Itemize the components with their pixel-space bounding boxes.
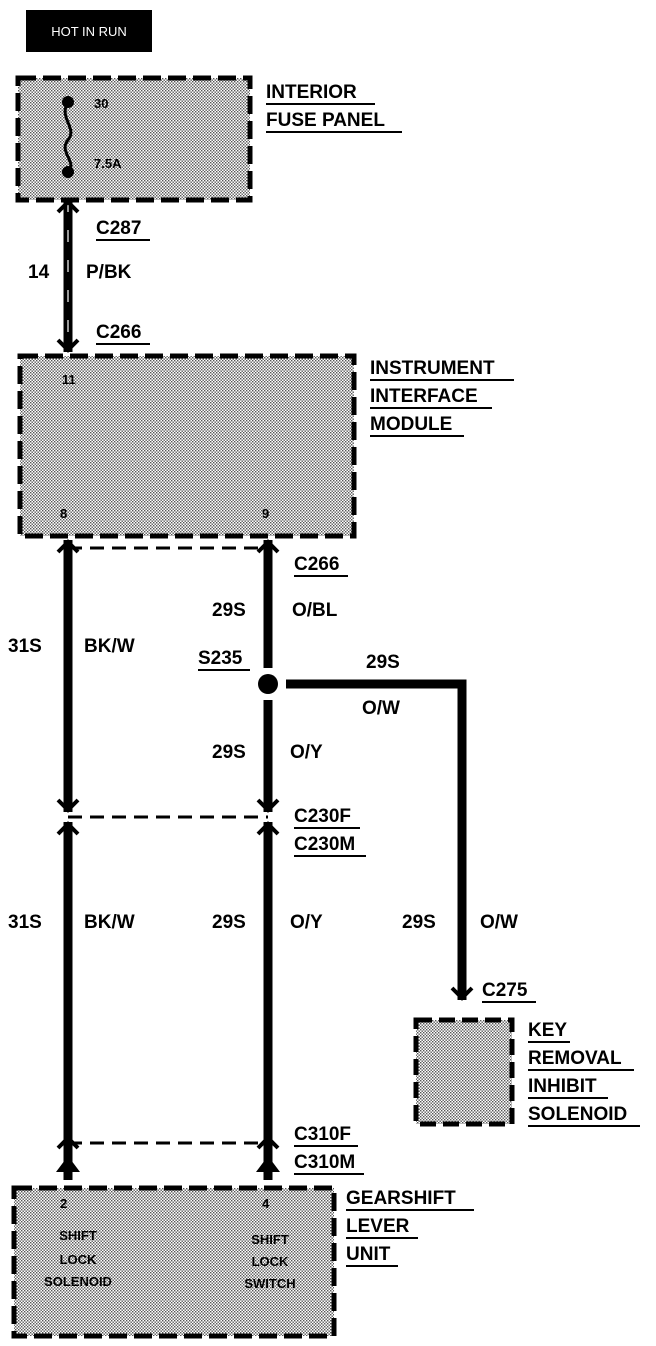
mid-lower-color: O/Y: [290, 742, 323, 763]
feed-wire-color: P/BK: [86, 262, 132, 283]
splice-s235: [258, 674, 278, 694]
fuse-number: 30: [94, 96, 108, 111]
hot-in-run-badge: HOT IN RUN: [26, 10, 152, 52]
shift-lock-switch-line2: LOCK: [252, 1254, 289, 1269]
fuse-panel-title-line2: FUSE PANEL: [266, 110, 385, 131]
left-upper-circuit: 31S: [8, 636, 42, 657]
wire-mid-lower: [256, 700, 280, 813]
iim-title-line3: MODULE: [370, 414, 452, 435]
iim-title-line1: INSTRUMENT: [370, 358, 495, 379]
gearshift-title-line3: UNIT: [346, 1244, 391, 1265]
connector-c310m: C310M: [294, 1152, 355, 1173]
left-lower-color: BK/W: [84, 912, 135, 933]
connector-c310f: C310F: [294, 1124, 351, 1145]
fuse-terminal-bottom: [62, 166, 74, 178]
mid-bottom-circuit: 29S: [212, 912, 246, 933]
key-removal-inhibit-solenoid: [413, 1017, 515, 1127]
krs-title-line4: SOLENOID: [528, 1104, 627, 1125]
wire-branch: [286, 679, 474, 1001]
connector-chevron: [56, 338, 80, 353]
fuse-rating: 7.5A: [94, 156, 122, 171]
connector-c287: C287: [96, 218, 141, 239]
gearshift-title-line2: LEVER: [346, 1216, 410, 1237]
shift-lock-switch-line1: SHIFT: [251, 1232, 289, 1247]
mid-upper-color: O/BL: [292, 600, 338, 621]
wire-mid-bottom: [256, 821, 280, 1180]
mid-lower-circuit: 29S: [212, 742, 246, 763]
shift-lock-switch-line3: SWITCH: [244, 1276, 295, 1291]
feed-circuit-number: 14: [28, 262, 50, 283]
krs-title-line1: KEY: [528, 1020, 567, 1041]
iim-pin-11: 11: [62, 372, 76, 387]
mid-upper-circuit: 29S: [212, 600, 246, 621]
right-color: O/W: [480, 912, 518, 933]
shift-lock-solenoid-line1: SHIFT: [59, 1228, 97, 1243]
wire-left-upper: [56, 539, 80, 813]
wire-mid-upper: [256, 539, 280, 668]
connector-c266-top: C266: [96, 322, 141, 343]
iim-title-line2: INTERFACE: [370, 386, 478, 407]
krs-title-line2: REMOVAL: [528, 1048, 622, 1069]
gearshift-title-line1: GEARSHIFT: [346, 1188, 456, 1209]
connector-c275: C275: [482, 980, 528, 1001]
right-circuit: 29S: [402, 912, 436, 933]
gearshift-lever-unit: 2 4 SHIFT LOCK SOLENOID SHIFT LOCK SWITC…: [11, 1156, 337, 1339]
shift-lock-solenoid-line3: SOLENOID: [44, 1274, 112, 1289]
connector-c230f: C230F: [294, 806, 351, 827]
wire-left-lower: [56, 821, 80, 1180]
gearshift-pin-2: 2: [60, 1196, 67, 1211]
interior-fuse-panel: 30 7.5A: [15, 75, 253, 203]
branch-circuit: 29S: [366, 652, 400, 673]
krs-title-line3: INHIBIT: [528, 1076, 597, 1097]
iim-pin-8: 8: [60, 506, 67, 521]
shift-lock-solenoid-line2: LOCK: [60, 1252, 97, 1267]
left-upper-color: BK/W: [84, 636, 135, 657]
splice-label: S235: [198, 648, 243, 669]
connector-chevron: [56, 199, 80, 214]
fuse-panel-title-line1: INTERIOR: [266, 82, 357, 103]
left-lower-circuit: 31S: [8, 912, 42, 933]
iim-pin-9: 9: [262, 506, 269, 521]
instrument-interface-module: 11 8 9: [17, 353, 357, 539]
hot-in-run-label: HOT IN RUN: [51, 24, 127, 39]
branch-color: O/W: [362, 698, 400, 719]
gearshift-pin-4: 4: [262, 1196, 270, 1211]
connector-c266-bottom: C266: [294, 554, 339, 575]
fuse-icon: [63, 101, 73, 174]
wire-feed: [56, 199, 80, 353]
connector-c230m: C230M: [294, 834, 355, 855]
mid-bottom-color: O/Y: [290, 912, 323, 933]
